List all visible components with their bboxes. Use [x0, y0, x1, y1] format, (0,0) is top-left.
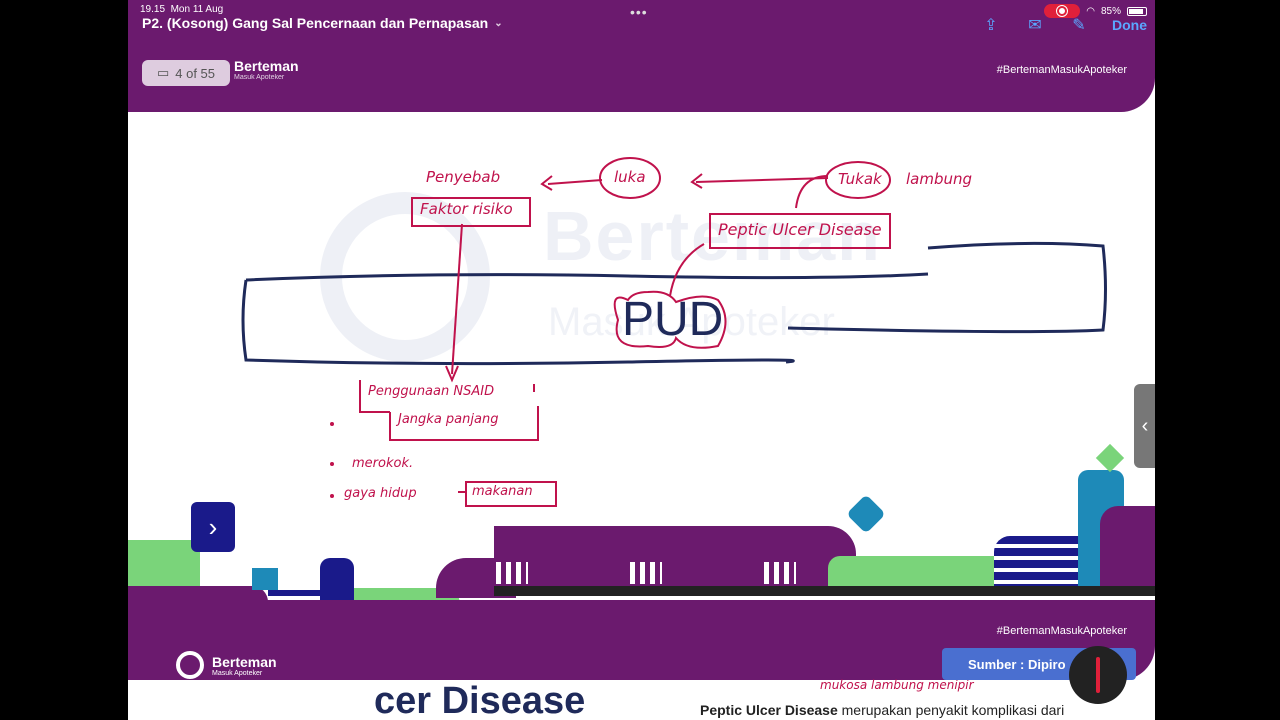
annotation-lambung: lambung	[906, 170, 973, 188]
share-icon[interactable]: ⇪	[984, 17, 998, 34]
nav-actions: ⇪ ✉ ✎ Done	[980, 14, 1147, 36]
decor-block	[494, 526, 856, 586]
annotation-tukak: Tukak	[838, 170, 882, 188]
brand-logo-icon	[176, 651, 204, 679]
mail-icon[interactable]: ✉	[1028, 17, 1042, 34]
pdf-viewer-screen: Berteman Masuk Apoteker #BertemanMasukAp…	[128, 0, 1155, 720]
brand-logo: Berteman Masuk Apoteker	[234, 58, 299, 81]
handwriting-layer	[241, 157, 1107, 507]
slide2-title: cer Disease	[374, 680, 586, 720]
next-slide-button[interactable]: ›	[191, 502, 235, 552]
annotation-faktor-risiko: Faktor risiko	[420, 200, 513, 218]
annotation-penyebab: Penyebab	[426, 168, 501, 186]
pen-tool-button[interactable]	[1069, 646, 1127, 704]
watermark-brand: Berteman	[543, 197, 882, 275]
chevron-down-icon: ⌄	[494, 17, 503, 29]
sidebar-handle[interactable]: ‹	[1134, 384, 1155, 468]
recording-icon	[1044, 4, 1081, 18]
status-clock: 19.15 Mon 11 Aug	[140, 4, 224, 15]
slide-header-band	[128, 44, 1155, 112]
slide2-description: Peptic Ulcer Disease merupakan penyakit …	[700, 702, 1065, 718]
annotation-makanan: makanan	[472, 484, 533, 499]
decor-block	[252, 568, 278, 590]
document-title[interactable]: P2. (Kosong) Gang Sal Pencernaan dan Per…	[142, 15, 503, 31]
done-button[interactable]: Done	[1112, 17, 1147, 33]
slide2-hashtag: #BertemanMasukApoteker	[996, 625, 1127, 637]
pen-icon	[1096, 657, 1100, 693]
annotation-jangka-panjang: Jangka panjang	[398, 412, 499, 427]
markup-icon[interactable]: ✎	[1072, 17, 1086, 34]
decor-block	[128, 540, 200, 586]
decor-block	[496, 562, 528, 584]
watermark-sub: Masuk Apoteker	[548, 300, 835, 344]
decor-block	[1100, 506, 1155, 586]
page-indicator[interactable]: ▭ 4 of 55	[142, 60, 230, 86]
decor-block	[630, 562, 662, 584]
sidebar-toggle-icon: ▭	[156, 65, 170, 80]
battery-percent: 85%	[1100, 5, 1121, 17]
annotation-peptic-ulcer: Peptic Ulcer Disease	[718, 220, 882, 239]
slide2-body	[348, 680, 1155, 720]
status-indicators: ◠ 85%	[1044, 4, 1147, 18]
status-and-nav-bar: 19.15 Mon 11 Aug ••• P2. (Kosong) Gang S…	[128, 0, 1155, 44]
slide2-brand: Berteman Masuk Apoteker	[176, 651, 277, 679]
annotation-nsaid: Penggunaan NSAID	[368, 384, 495, 399]
slide-hashtag: #BertemanMasukApoteker	[996, 64, 1127, 76]
decor-block	[994, 536, 1082, 586]
pud-term: PUD	[622, 293, 724, 346]
annotation-mukosa: mukosa lambung menipir	[820, 678, 974, 692]
decor-block	[828, 556, 998, 586]
more-dots-icon[interactable]: •••	[630, 4, 648, 20]
wifi-icon: ◠	[1086, 5, 1095, 17]
annotation-merokok: merokok.	[352, 456, 414, 471]
decor-block	[764, 562, 796, 584]
battery-icon	[1127, 6, 1147, 16]
annotation-luka: luka	[614, 168, 646, 186]
decor-block	[494, 586, 1155, 596]
annotation-gaya-hidup: gaya hidup	[344, 486, 417, 501]
